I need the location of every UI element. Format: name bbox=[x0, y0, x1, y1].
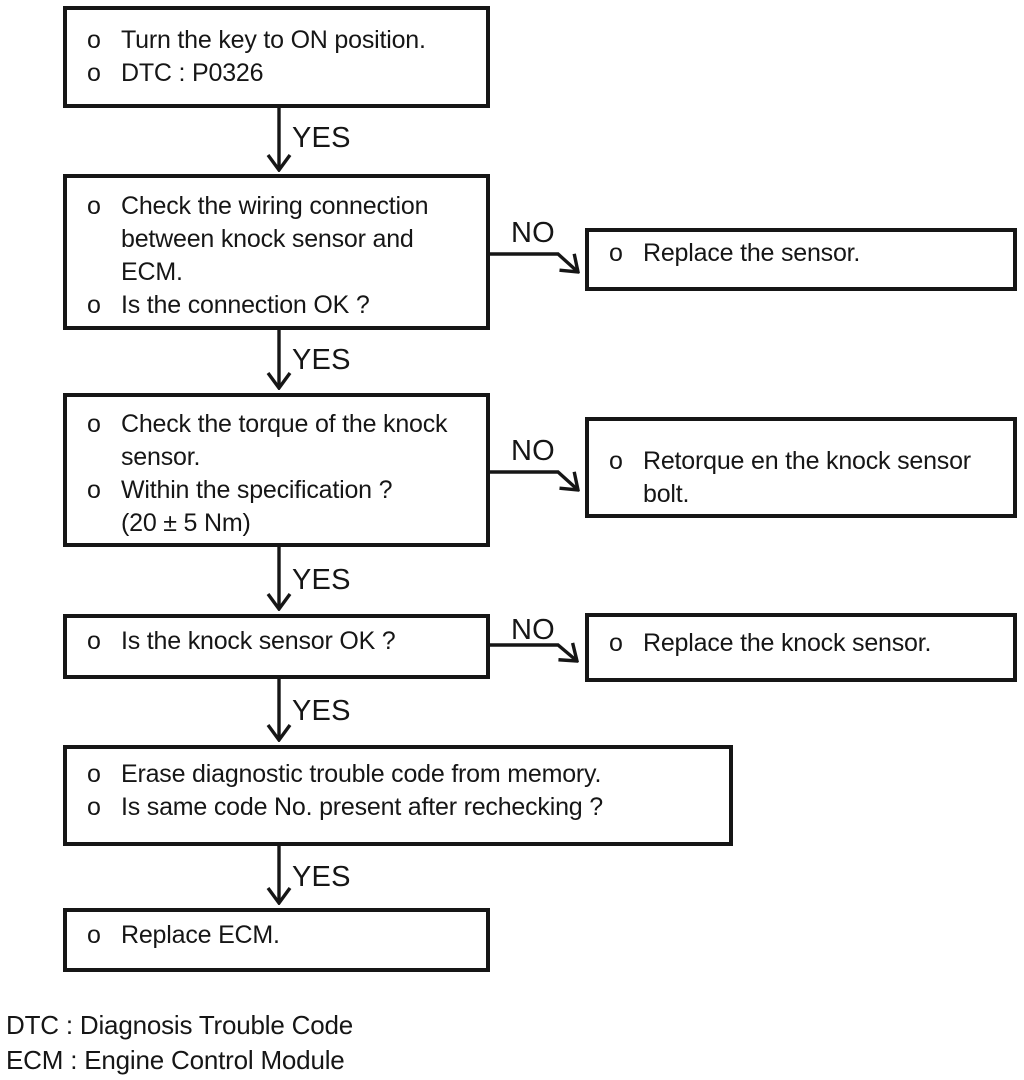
arrow-no-retorque-bolt bbox=[488, 470, 578, 490]
step-line: o Replace the sensor. bbox=[589, 237, 1013, 270]
step-line: o DTC : P0326 bbox=[67, 57, 486, 90]
bullet-marker: o bbox=[609, 239, 623, 267]
step-text: Replace the knock sensor. bbox=[643, 629, 932, 657]
step-box-replace-ecm: o Replace ECM. bbox=[63, 908, 490, 972]
bullet-marker: o bbox=[87, 410, 101, 438]
step-text: Replace the sensor. bbox=[643, 239, 861, 267]
step-text: Replace ECM. bbox=[121, 921, 280, 949]
step-line: o Within the specification ? bbox=[67, 474, 486, 507]
bullet-marker bbox=[87, 223, 121, 256]
step-line: (20 ± 5 Nm) bbox=[67, 507, 486, 540]
step-line: o Replace ECM. bbox=[67, 919, 486, 952]
step-line: o Replace the knock sensor. bbox=[589, 627, 1013, 660]
step-line: o Is the connection OK ? bbox=[67, 289, 486, 322]
step-line: bolt. bbox=[589, 478, 1013, 511]
arrow-no-replace-knock-sensor bbox=[488, 645, 577, 661]
no-label-3: NO bbox=[511, 614, 555, 646]
step-text: Turn the key to ON position. bbox=[121, 26, 426, 54]
no-box-retorque-bolt: o Retorque en the knock sensor bolt. bbox=[585, 417, 1017, 518]
step-line: ECM. bbox=[67, 256, 486, 289]
no-box-replace-sensor: o Replace the sensor. bbox=[585, 228, 1017, 291]
step-text: DTC : P0326 bbox=[121, 59, 264, 87]
bullet-marker: o bbox=[609, 629, 623, 657]
bullet-marker: o bbox=[87, 291, 101, 319]
bullet-marker: o bbox=[609, 447, 623, 475]
step-box-check-torque: o Check the torque of the knock sensor. … bbox=[63, 393, 490, 547]
no-label-2: NO bbox=[511, 435, 555, 467]
bullet-marker: o bbox=[87, 760, 101, 788]
step-text: sensor. bbox=[121, 443, 201, 471]
step-box-check-wiring: o Check the wiring connection between kn… bbox=[63, 174, 490, 330]
step-text: Is the knock sensor OK ? bbox=[121, 627, 396, 655]
step-line: o Check the torque of the knock bbox=[67, 408, 486, 441]
step-line: o Turn the key to ON position. bbox=[67, 24, 486, 57]
bullet-marker bbox=[609, 478, 643, 511]
bullet-marker bbox=[87, 507, 121, 540]
bullet-marker: o bbox=[87, 192, 101, 220]
bullet-marker: o bbox=[87, 476, 101, 504]
step-line: o Erase diagnostic trouble code from mem… bbox=[67, 758, 729, 791]
bullet-marker: o bbox=[87, 921, 101, 949]
bullet-marker: o bbox=[87, 26, 101, 54]
step-box-turn-key: o Turn the key to ON position. o DTC : P… bbox=[63, 6, 490, 108]
step-text: Retorque en the knock sensor bbox=[643, 447, 971, 475]
no-label-1: NO bbox=[511, 217, 555, 249]
step-line: o Is the knock sensor OK ? bbox=[67, 625, 486, 658]
bullet-marker: o bbox=[87, 627, 101, 655]
legend-dtc: DTC : Diagnosis Trouble Code bbox=[6, 1010, 353, 1040]
yes-label-1: YES bbox=[292, 122, 351, 154]
yes-label-4: YES bbox=[292, 695, 351, 727]
step-box-knock-sensor-ok: o Is the knock sensor OK ? bbox=[63, 614, 490, 679]
step-line: o Check the wiring connection bbox=[67, 190, 486, 223]
step-line: between knock sensor and bbox=[67, 223, 486, 256]
step-text: bolt. bbox=[643, 480, 690, 508]
step-text: Erase diagnostic trouble code from memor… bbox=[121, 760, 602, 788]
yes-label-3: YES bbox=[292, 564, 351, 596]
abbreviation-legend: DTC : Diagnosis Trouble Code ECM : Engin… bbox=[6, 1008, 353, 1078]
yes-label-2: YES bbox=[292, 344, 351, 376]
step-box-erase-dtc: o Erase diagnostic trouble code from mem… bbox=[63, 745, 733, 846]
bullet-marker bbox=[87, 441, 121, 474]
step-line: o Retorque en the knock sensor bbox=[589, 445, 1013, 478]
step-text: Within the specification ? bbox=[121, 476, 393, 504]
arrow-no-replace-sensor bbox=[488, 252, 578, 272]
step-text: Is same code No. present after recheckin… bbox=[121, 793, 603, 821]
step-text: ECM. bbox=[121, 258, 183, 286]
bullet-marker: o bbox=[87, 59, 101, 87]
bullet-marker: o bbox=[87, 793, 101, 821]
no-box-replace-knock-sensor: o Replace the knock sensor. bbox=[585, 613, 1017, 682]
step-line: sensor. bbox=[67, 441, 486, 474]
legend-ecm: ECM : Engine Control Module bbox=[6, 1045, 345, 1075]
step-text: (20 ± 5 Nm) bbox=[121, 509, 251, 537]
step-line: o Is same code No. present after recheck… bbox=[67, 791, 729, 824]
step-text: Check the wiring connection bbox=[121, 192, 429, 220]
bullet-marker bbox=[87, 256, 121, 289]
yes-label-5: YES bbox=[292, 861, 351, 893]
step-text: Is the connection OK ? bbox=[121, 291, 370, 319]
step-text: Check the torque of the knock bbox=[121, 410, 448, 438]
step-text: between knock sensor and bbox=[121, 225, 414, 253]
